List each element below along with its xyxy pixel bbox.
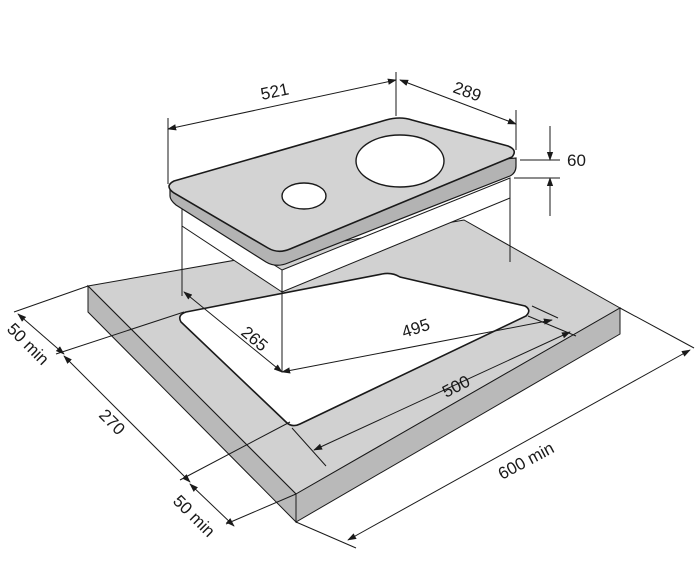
back-margin-label: 50 min — [169, 491, 219, 541]
hob-glass — [168, 117, 517, 266]
worktop-depth-label: 270 — [95, 405, 128, 438]
dim-hob-width: 521 — [167, 72, 397, 184]
hob-height-label: 60 — [567, 151, 586, 170]
worktop-width-label: 600 min — [495, 438, 557, 483]
front-margin-label: 50 min — [3, 319, 53, 369]
hob-width-label: 521 — [259, 79, 291, 103]
burner-large — [355, 134, 445, 188]
dim-hob-height: 60 — [514, 126, 586, 216]
burner-small — [281, 182, 327, 210]
